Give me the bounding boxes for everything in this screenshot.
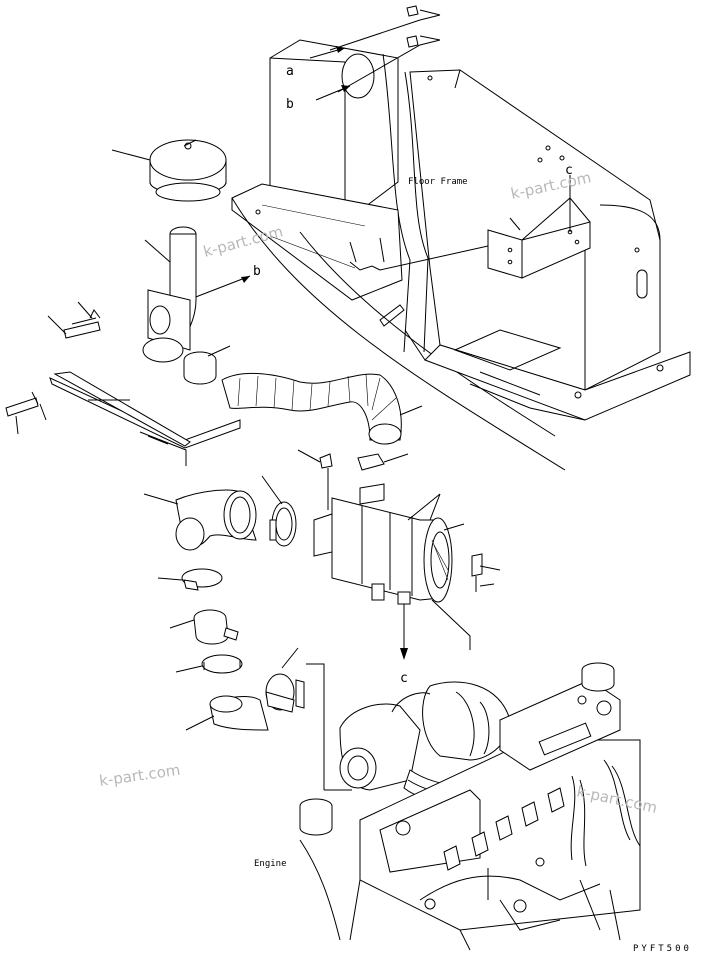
clamp-small-1 — [157, 568, 223, 591]
floor-frame — [231, 39, 691, 471]
label-a: a — [286, 64, 294, 79]
watermark-3: k-part.com — [98, 761, 181, 790]
adapter-pipe — [169, 609, 239, 645]
pre-cleaner-cap — [111, 139, 227, 202]
hose-flexible — [221, 373, 423, 445]
leader-lines-top — [187, 5, 571, 301]
clamp-right — [265, 647, 325, 790]
watermark-2: k-part.com — [201, 222, 285, 261]
clamp-upper — [183, 345, 231, 385]
elbow-hose — [143, 489, 257, 551]
clamp-mid — [261, 475, 297, 547]
air-cleaner — [297, 449, 501, 660]
caption-engine: Engine — [254, 859, 287, 869]
label-c-arrow: c — [400, 671, 408, 686]
elbow-small — [185, 695, 269, 731]
engine — [299, 662, 641, 951]
label-c-top: c — [565, 163, 573, 178]
clamp-small-2 — [175, 654, 243, 674]
drawing-code: PYFT500 — [633, 944, 692, 954]
cover-plate — [5, 371, 241, 466]
caption-floor-frame: Floor Frame — [408, 177, 468, 187]
label-b-top: b — [286, 97, 294, 112]
label-b-arrow: b — [253, 264, 261, 279]
intake-pipe — [47, 226, 197, 363]
